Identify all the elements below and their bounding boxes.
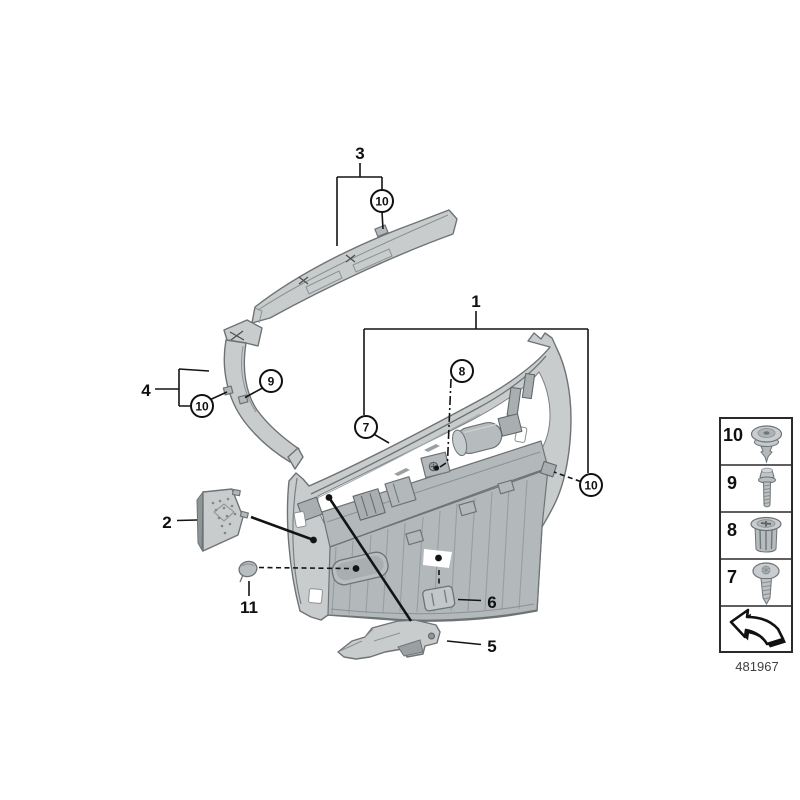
svg-text:10: 10 bbox=[723, 425, 743, 445]
hex-flange-screw-icon bbox=[758, 467, 776, 508]
callout-6-label[interactable]: 6 bbox=[487, 593, 496, 612]
panel-handle-recess bbox=[331, 551, 389, 586]
part-bracket bbox=[337, 619, 441, 660]
pan-head-screw-icon bbox=[752, 562, 780, 605]
svg-text:9: 9 bbox=[727, 473, 737, 493]
legend-row-9[interactable]: 9 bbox=[727, 467, 776, 508]
part-tailgate-trim-panel bbox=[286, 332, 572, 622]
callout-4-label[interactable]: 4 bbox=[141, 381, 151, 400]
installation-direction-arrow-icon bbox=[729, 608, 786, 648]
panel-lock-actuator bbox=[452, 421, 503, 457]
callout-pillar-9[interactable]: 9 bbox=[259, 369, 283, 393]
callout-strip-10[interactable]: 10 bbox=[370, 189, 394, 213]
callout-2-label[interactable]: 2 bbox=[162, 513, 171, 532]
legend-row-10[interactable]: 10 bbox=[723, 425, 783, 464]
svg-text:8: 8 bbox=[727, 520, 737, 540]
legend-row-7[interactable]: 7 bbox=[727, 562, 780, 605]
callout-panel-8[interactable]: 8 bbox=[450, 359, 474, 383]
callout-3: 3 10 bbox=[336, 144, 394, 246]
part-triangular-cover bbox=[196, 488, 249, 552]
part-round-cap bbox=[238, 560, 258, 583]
callout-3-label[interactable]: 3 bbox=[355, 144, 364, 163]
panel-right-clip bbox=[539, 460, 558, 478]
callout-4: 4 10 9 bbox=[141, 368, 283, 418]
part-upper-trim-strip bbox=[251, 209, 458, 324]
callout-6: 6 bbox=[423, 549, 497, 612]
svg-text:7: 7 bbox=[727, 567, 737, 587]
part-pillar-trim bbox=[222, 319, 304, 470]
diagram-id: 481967 bbox=[735, 659, 778, 674]
legend-row-8[interactable]: 8 bbox=[727, 516, 782, 553]
svg-text:8: 8 bbox=[459, 365, 466, 379]
svg-text:7: 7 bbox=[363, 421, 370, 435]
callout-pillar-10[interactable]: 10 bbox=[190, 394, 214, 418]
expanding-nut-icon bbox=[750, 516, 782, 553]
callout-panel-right-10[interactable]: 10 bbox=[579, 473, 603, 497]
callout-5-label[interactable]: 5 bbox=[487, 637, 496, 656]
callout-1: 1 7 8 10 bbox=[354, 292, 603, 497]
callout-2: 2 bbox=[162, 513, 317, 544]
cover-grille-dots bbox=[211, 497, 237, 535]
callout-panel-7[interactable]: 7 bbox=[354, 415, 378, 439]
svg-text:10: 10 bbox=[375, 195, 389, 209]
callout-1-label[interactable]: 1 bbox=[471, 292, 480, 311]
push-rivet-clip-icon bbox=[750, 425, 783, 464]
legend-panel: 10 9 bbox=[719, 417, 793, 653]
svg-text:9: 9 bbox=[268, 375, 275, 389]
svg-text:10: 10 bbox=[195, 400, 209, 414]
strip-clip-mount bbox=[374, 224, 389, 238]
part-small-cover bbox=[422, 585, 456, 612]
callout-5: 5 bbox=[325, 494, 497, 656]
callout-11: 11 bbox=[240, 565, 360, 617]
svg-text:10: 10 bbox=[584, 479, 598, 493]
callout-11-label[interactable]: 11 bbox=[240, 598, 258, 617]
